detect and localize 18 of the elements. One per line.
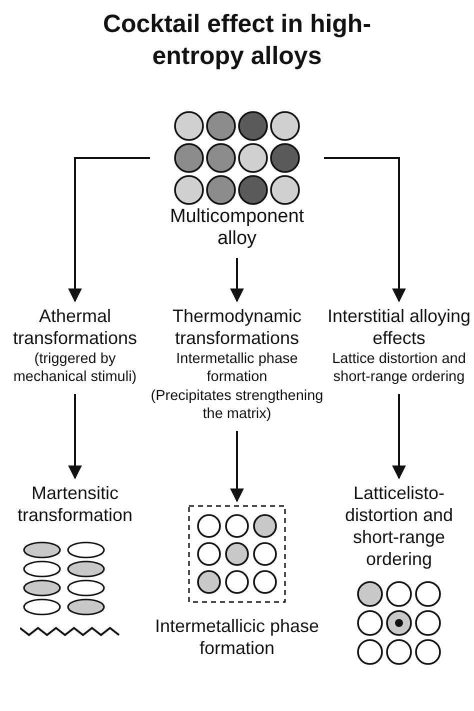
node-heading: Martensitic transformation: [16, 482, 134, 526]
arrow: [392, 394, 406, 480]
arrow: [68, 394, 82, 480]
node-heading: Multicomponent alloy: [168, 206, 306, 250]
arrow: [68, 157, 150, 302]
node-description: (Precipitates strengthening the matrix): [150, 387, 324, 423]
diagram-title: Cocktail effect in high-entropy alloys: [102, 9, 372, 72]
node-description: (triggered by mechanical stimuli): [12, 350, 138, 386]
node-heading: Latticelisto-distortion and short-range ordering: [344, 482, 454, 570]
arrow: [230, 431, 244, 502]
node-heading: Thermodynamic transformations: [171, 305, 303, 349]
node-heading: Intermetallicic phase formation: [154, 615, 320, 659]
node-heading: Interstitial alloying effects: [326, 305, 472, 349]
node-heading: Athermal transformations: [12, 305, 138, 349]
arrow: [230, 258, 244, 302]
node-description: Intermetallic phase formation: [175, 350, 299, 386]
node-description: Lattice distortion and short-range ordering: [331, 350, 467, 386]
arrow: [324, 157, 406, 302]
